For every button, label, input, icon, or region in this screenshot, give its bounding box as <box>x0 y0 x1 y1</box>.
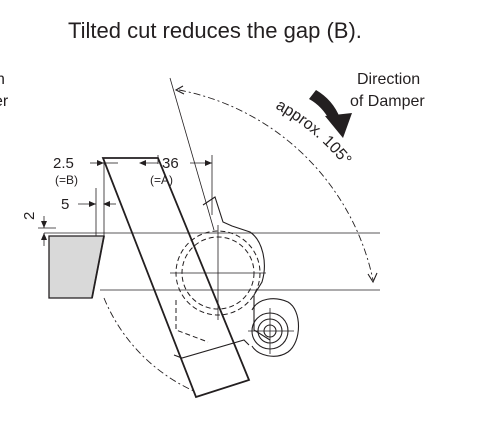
dim-b-tag: (=B) <box>55 173 78 187</box>
damper-axis-line <box>169 77 215 231</box>
cut-text-line-1: n <box>0 71 5 88</box>
swing-arc <box>103 297 197 393</box>
angle-arc-end-arrow <box>367 272 378 284</box>
bolt <box>248 298 299 357</box>
hidden-bracket-edge <box>175 300 209 343</box>
angle-arc-start-arrow <box>174 85 185 95</box>
dim-5-value: 5 <box>61 196 69 213</box>
cut-text-line-2: er <box>0 93 9 110</box>
direction-label-line-1: Direction <box>357 71 420 88</box>
direction-label-line-2: of Damper <box>350 93 425 110</box>
fixed-block <box>48 235 105 299</box>
dim-2-value: 2 <box>21 212 38 220</box>
dim-a-value: 36 <box>162 155 179 172</box>
dim-a-tag: (=A) <box>150 173 173 187</box>
fixed-block-tilted-edge <box>91 235 105 299</box>
hinge-bracket-outline <box>202 196 271 341</box>
hinge-bracket-base <box>173 339 250 359</box>
dim-b-value: 2.5 <box>53 155 74 172</box>
damper-plate <box>101 157 251 399</box>
caption: Tilted cut reduces the gap (B). <box>68 18 362 43</box>
direction-arrow <box>309 90 352 138</box>
